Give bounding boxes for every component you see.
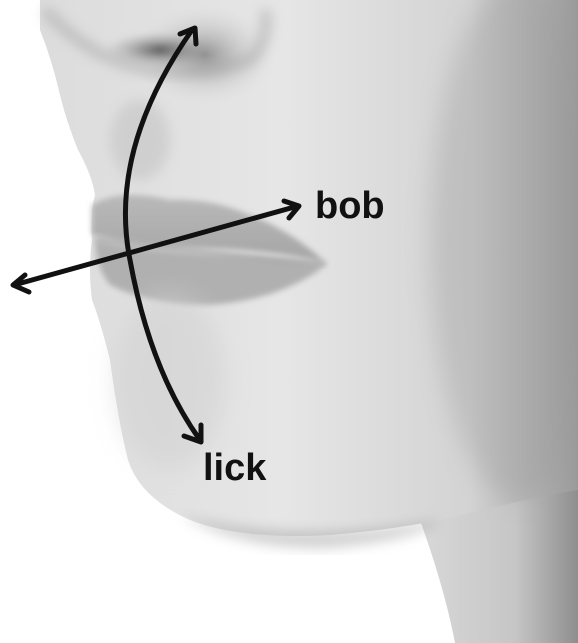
lick-label: lick: [203, 449, 266, 487]
bob-label: bob: [315, 187, 385, 225]
